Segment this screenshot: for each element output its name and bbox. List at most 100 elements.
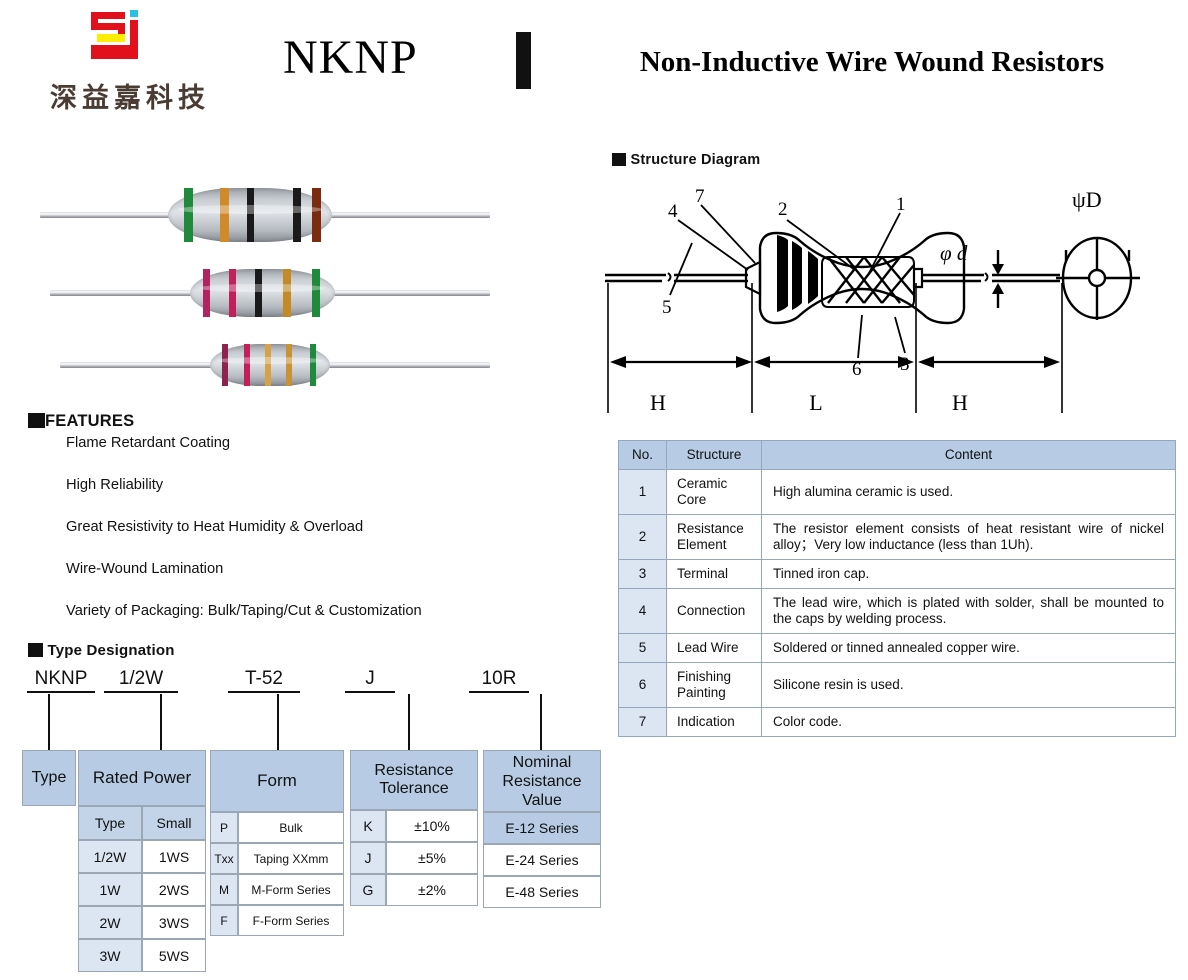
- color-band-violet: [222, 344, 228, 386]
- cell-structure: Finishing Painting: [666, 662, 762, 708]
- dimension-label-h-right: H: [952, 390, 968, 415]
- structure-diagram: 7 4 5 2 1 6 3 φ d ψD: [605, 186, 1140, 415]
- product-photos: [40, 175, 490, 395]
- td-power-small: 2WS: [142, 873, 206, 906]
- color-band-black-2: [292, 188, 301, 242]
- feature-item: High Reliability: [66, 477, 164, 493]
- td-form-code: Txx: [210, 843, 238, 874]
- cell-no: 1: [618, 469, 667, 515]
- features-heading: FEATURES: [28, 412, 134, 431]
- cell-no: 3: [618, 559, 667, 589]
- color-band-red: [243, 344, 251, 386]
- code-part-form: T-52: [228, 668, 300, 693]
- company-logo: 深益嘉科技: [30, 8, 230, 120]
- syj-logo-mark-icon: [91, 10, 138, 59]
- cell-content: The lead wire, which is plated with sold…: [761, 588, 1176, 634]
- lead-wire-left: [60, 362, 225, 368]
- callout-1: 1: [896, 194, 906, 215]
- td-form-code: M: [210, 874, 238, 905]
- color-band-black: [246, 188, 255, 242]
- header-divider-bar: [516, 32, 531, 89]
- callout-6: 6: [852, 359, 862, 380]
- table-row: 7 Indication Color code.: [618, 707, 1176, 737]
- td-form-name: Taping XXmm: [238, 843, 344, 874]
- td-subheader-small: Small: [142, 806, 206, 840]
- cell-content: High alumina ceramic is used.: [761, 469, 1176, 515]
- structure-diagram-title: Structure Diagram: [630, 152, 761, 168]
- resistor-body: [210, 344, 330, 386]
- col-header-structure: Structure: [666, 440, 762, 470]
- color-band-orange: [282, 269, 291, 317]
- resistor-photo-2: [40, 261, 490, 325]
- table-row: 1 Ceramic Core High alumina ceramic is u…: [618, 469, 1176, 515]
- cell-structure: Connection: [666, 588, 762, 634]
- td-header-resistance-tolerance: Resistance Tolerance: [350, 750, 478, 810]
- td-form-name: F-Form Series: [238, 905, 344, 936]
- lead-wire-left: [50, 290, 205, 296]
- cell-no: 2: [618, 514, 667, 560]
- lead-wire-right: [318, 362, 490, 368]
- callout-4: 4: [668, 201, 678, 222]
- type-designation-heading: Type Designation: [28, 642, 175, 660]
- color-band-violet: [203, 269, 211, 317]
- cell-no: 7: [618, 707, 667, 737]
- cell-structure: Indication: [666, 707, 762, 737]
- leader-line: [48, 694, 50, 750]
- resistor-photo-1: [40, 183, 490, 247]
- series-name: NKNP: [283, 31, 418, 84]
- cell-content: Tinned iron cap.: [761, 559, 1176, 589]
- col-header-no: No.: [618, 440, 667, 470]
- lead-wire-right: [330, 290, 490, 296]
- color-band-orange: [265, 344, 272, 386]
- color-band-brown: [312, 188, 321, 242]
- bullet-square-icon: [28, 643, 43, 657]
- td-tolerance-value: ±10%: [386, 810, 478, 842]
- feature-item: Flame Retardant Coating: [66, 435, 231, 451]
- td-header-nominal-resistance-value: Nominal Resistance Value: [483, 750, 601, 812]
- color-band-red: [229, 269, 237, 317]
- table-row: 2 Resistance Element The resistor elemen…: [618, 514, 1176, 560]
- td-tolerance-value: ±2%: [386, 874, 478, 906]
- cell-content: Silicone resin is used.: [761, 662, 1176, 708]
- td-power-type: 1W: [78, 873, 142, 906]
- resistor-body: [168, 188, 332, 242]
- lead-diameter-label: φ d: [940, 241, 968, 265]
- table-row: 3 Terminal Tinned iron cap.: [618, 559, 1176, 589]
- td-power-small: 3WS: [142, 906, 206, 939]
- leader-line: [540, 694, 542, 750]
- callout-2: 2: [778, 199, 788, 220]
- color-band-green: [311, 269, 320, 317]
- feature-item: Great Resistivity to Heat Humidity & Ove…: [66, 519, 364, 535]
- td-header-form: Form: [210, 750, 344, 812]
- td-power-small: 1WS: [142, 840, 206, 873]
- cell-content: The resistor element consists of heat re…: [761, 514, 1176, 560]
- cell-structure: Lead Wire: [666, 633, 762, 663]
- cell-structure: Terminal: [666, 559, 762, 589]
- resistor-photo-3: [40, 333, 490, 397]
- td-power-type: 3W: [78, 939, 142, 972]
- td-form-code: F: [210, 905, 238, 936]
- leader-line: [277, 694, 279, 750]
- td-nominal-series: E-24 Series: [483, 844, 601, 876]
- td-subheader-type: Type: [78, 806, 142, 840]
- page-title: Non-Inductive Wire Wound Resistors: [639, 46, 1105, 78]
- dimension-label-l: L: [809, 390, 822, 415]
- code-part-type: NKNP: [27, 668, 95, 693]
- td-header-rated-power: Rated Power: [78, 750, 206, 806]
- code-part-power: 1/2W: [104, 668, 178, 693]
- feature-item: Wire-Wound Lamination: [66, 561, 224, 577]
- td-nominal-series: E-48 Series: [483, 876, 601, 908]
- page-header: 深益嘉科技 NKNP Non-Inductive Wire Wound Resi…: [0, 0, 1188, 130]
- td-header-type: Type: [22, 750, 76, 806]
- lead-wire-right: [330, 212, 490, 218]
- cell-no: 5: [618, 633, 667, 663]
- td-tolerance-value: ±5%: [386, 842, 478, 874]
- td-tolerance-code: J: [350, 842, 386, 874]
- callout-5: 5: [662, 297, 672, 318]
- table-header-row: No. Structure Content: [618, 440, 1176, 470]
- table-row: 4 Connection The lead wire, which is pla…: [618, 588, 1176, 634]
- td-form-name: Bulk: [238, 812, 344, 843]
- td-tolerance-code: G: [350, 874, 386, 906]
- td-form-code: P: [210, 812, 238, 843]
- color-band-orange: [220, 188, 230, 242]
